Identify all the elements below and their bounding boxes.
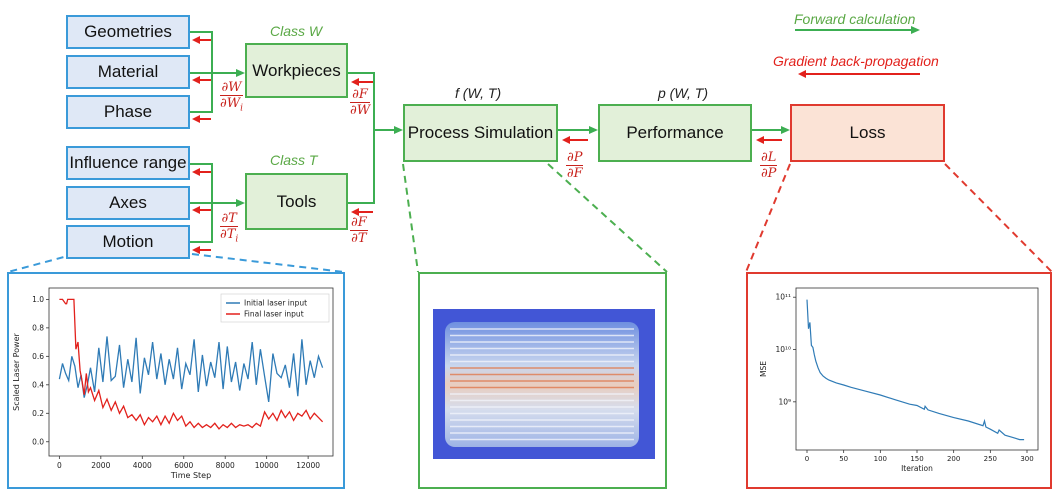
mse-chart: 0 50 100 150 200 250 300 10¹¹ 10¹⁰ 10⁹ Iteration MS… [759, 287, 1039, 473]
frac-numerator: ∂W [220, 80, 243, 96]
dp-df-fraction: ∂P ∂F [566, 150, 584, 181]
frac-sub: i [235, 234, 239, 245]
x-tick-label: 300 [1020, 455, 1033, 463]
performance-func-label: p (W, T) [658, 85, 709, 101]
mse-series-line [806, 299, 1025, 441]
y-tick-label: 10¹⁰ [775, 345, 791, 354]
x-tick-label: 8000 [216, 461, 235, 470]
series-line-final [59, 298, 324, 430]
legend-box [220, 293, 330, 323]
dl-dp-fraction: ∂L ∂P [760, 150, 778, 181]
x-tick-label: 10000 [255, 461, 279, 470]
y-tick-label: 0.2 [32, 409, 44, 418]
performance-box: Performance [598, 104, 752, 162]
x-tick-label: 2000 [91, 461, 110, 470]
x-tick-label: 4000 [133, 461, 152, 470]
frac-den-text: ∂T [220, 227, 236, 242]
simulation-image [433, 309, 655, 459]
forward-legend-label: Forward calculation [794, 11, 916, 27]
printed-part [445, 322, 639, 447]
x-tick-label: 50 [839, 455, 848, 463]
frac-numerator: ∂F [350, 87, 371, 103]
x-tick-label: 0 [805, 455, 809, 463]
frac-denominator: ∂T [351, 231, 367, 246]
y-tick-label: 10¹¹ [775, 293, 791, 302]
influence-range-box: Influence range [66, 146, 190, 180]
simulation-panel [418, 272, 667, 489]
dw-dwi-fraction: ∂W ∂Wi [220, 80, 243, 117]
x-tick-label: 6000 [174, 461, 193, 470]
x-tick-label: 200 [947, 455, 960, 463]
legend-entry: Final laser input [244, 310, 304, 319]
df-dw-fraction: ∂F ∂W [350, 87, 371, 118]
frac-numerator: ∂L [760, 150, 778, 166]
frac-denominator: ∂P [760, 166, 777, 181]
x-axis-label: Iteration [901, 464, 933, 473]
laser-power-panel: 0 2000 4000 6000 8000 10000 12000 0.0 0.2 0.4 0.6 0… [7, 272, 345, 489]
part-layers [450, 328, 634, 441]
class-t-label: Class T [270, 152, 318, 168]
legend-entry: Initial laser input [244, 299, 307, 308]
y-tick-label: 0.0 [32, 437, 44, 446]
frac-denominator: ∂Ti [220, 227, 238, 248]
frac-numerator: ∂F [350, 215, 368, 231]
laser-power-chart: 0 2000 4000 6000 8000 10000 12000 0.0 0.2 0.4 0.6 0… [12, 287, 334, 480]
motion-box: Motion [66, 225, 190, 259]
x-tick-label: 12000 [296, 461, 320, 470]
frac-denominator: ∂F [566, 166, 583, 181]
axes-box: Axes [66, 186, 190, 220]
y-tick-label: 0.6 [32, 352, 44, 361]
geometries-box: Geometries [66, 15, 190, 49]
y-axis-label: MSE [759, 361, 768, 377]
loss-box: Loss [790, 104, 945, 162]
x-tick-label: 150 [910, 455, 923, 463]
x-tick-label: 0 [57, 461, 62, 470]
frac-numerator: ∂P [566, 150, 584, 166]
tools-box: Tools [245, 173, 348, 230]
class-w-label: Class W [270, 23, 323, 39]
y-tick-label: 0.4 [32, 380, 44, 389]
y-axis-label: Scaled Laser Power [12, 332, 21, 410]
plot-frame [795, 287, 1039, 451]
frac-numerator: ∂T [220, 211, 239, 227]
frac-den-text: ∂W [220, 96, 241, 111]
phase-box: Phase [66, 95, 190, 129]
y-tick-label: 1.0 [32, 295, 44, 304]
process-func-label: f (W, T) [455, 85, 502, 101]
process-simulation-box: Process Simulation [403, 104, 558, 162]
y-tick-label: 10⁹ [778, 397, 791, 406]
frac-denominator: ∂W [350, 103, 371, 118]
x-tick-label: 250 [984, 455, 997, 463]
frac-denominator: ∂Wi [220, 96, 243, 117]
y-tick-label: 0.8 [32, 323, 44, 332]
df-dt-fraction: ∂F ∂T [350, 215, 368, 246]
dt-dti-fraction: ∂T ∂Ti [220, 211, 239, 248]
plot-frame [48, 287, 334, 457]
x-tick-label: 100 [874, 455, 887, 463]
frac-sub: i [240, 103, 243, 114]
mse-panel: 0 50 100 150 200 250 300 10¹¹ 10¹⁰ 10⁹ Iteration MS… [746, 272, 1052, 489]
x-axis-label: Time Step [170, 471, 211, 480]
workpieces-box: Workpieces [245, 43, 348, 98]
series-line-initial [58, 336, 324, 403]
backward-legend-label: Gradient back-propagation [773, 53, 939, 69]
material-box: Material [66, 55, 190, 89]
